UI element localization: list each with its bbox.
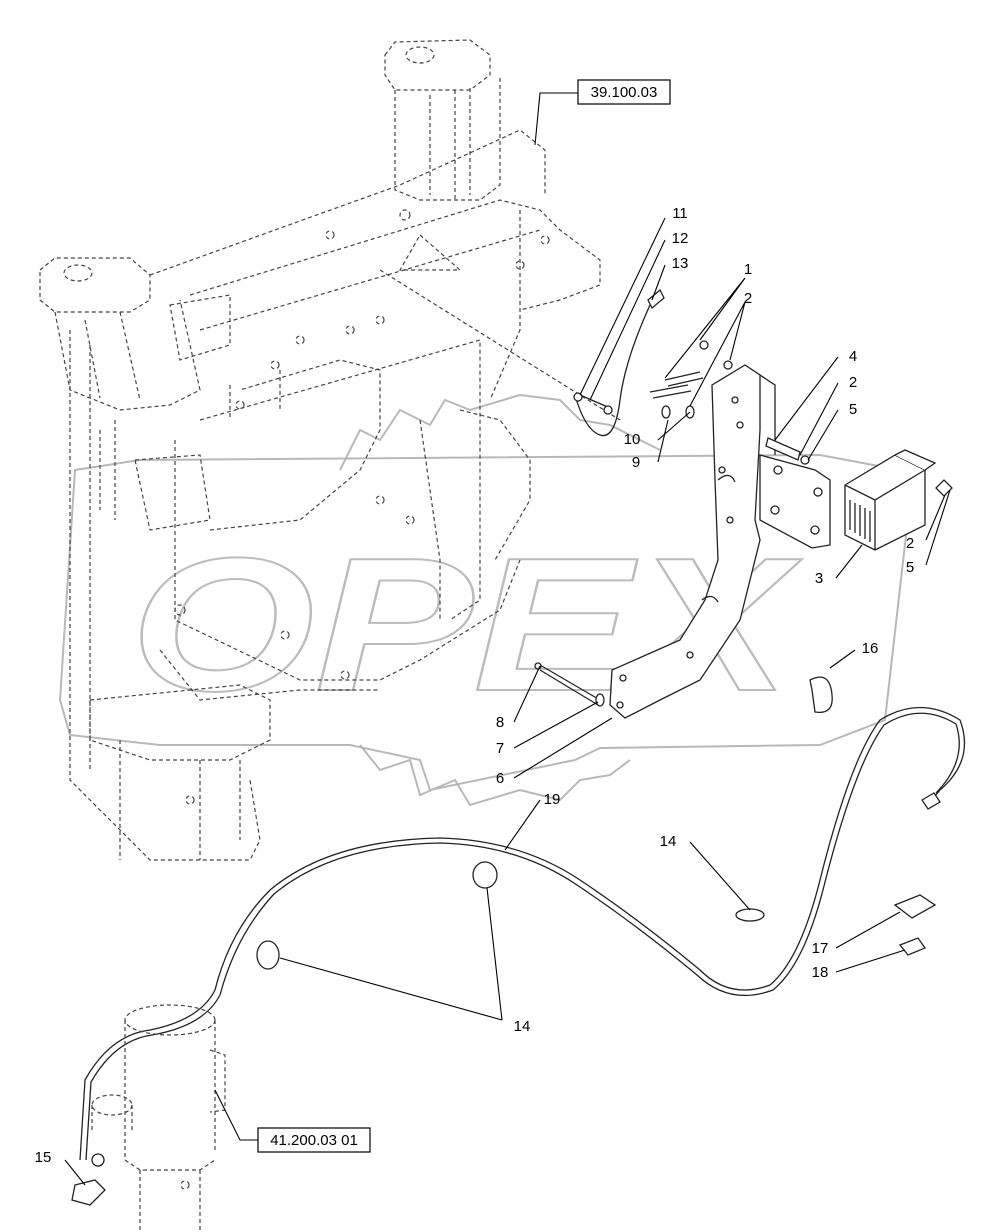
callout-17: 17 [812,940,829,957]
callout-10: 10 [624,431,641,448]
callout-11: 11 [672,205,688,222]
callout-2: 2 [906,535,914,552]
callout-3: 3 [815,570,823,587]
leader-lines [64,92,951,1186]
cable-ties [256,861,765,970]
callout-6: 6 [496,770,504,787]
callouts: 1 2 2 2 3 4 5 5 6 7 8 9 10 11 12 13 14 1… [35,205,915,1166]
callout-15: 15 [35,1149,52,1166]
ref-box-39-100-03: 39.100.03 [577,79,671,105]
callout-8: 8 [496,714,504,731]
callout-7: 7 [496,740,504,757]
callout-4: 4 [849,348,857,365]
ref-label-39-100-03: 39.100.03 [591,84,658,101]
callout-5: 5 [906,559,914,576]
callout-12: 12 [672,230,689,247]
callout-2: 2 [849,374,857,391]
callout-1: 1 [744,261,752,278]
callout-14: 14 [660,833,677,850]
callout-19: 19 [544,791,561,808]
ref-box-41-200-03-01: 41.200.03 01 [257,1127,371,1153]
frame-assembly [39,39,621,861]
mounting-bracket [609,364,831,719]
main-cable [79,706,966,1161]
ref-label-41-200-03-01: 41.200.03 01 [270,1132,358,1149]
clip [809,676,833,714]
callout-14: 14 [514,1018,531,1035]
cylinder-assembly [91,1004,226,1232]
terminal [71,1153,106,1206]
fuses [893,894,937,956]
relay-bolts [765,437,953,497]
relay-module [844,449,937,551]
callout-5: 5 [849,401,857,418]
ground-strap [573,288,665,437]
callout-9: 9 [632,454,640,471]
mounting-hardware [649,340,733,419]
callout-2: 2 [744,290,752,307]
callout-13: 13 [672,255,689,272]
callout-18: 18 [812,964,829,981]
callout-16: 16 [862,640,879,657]
